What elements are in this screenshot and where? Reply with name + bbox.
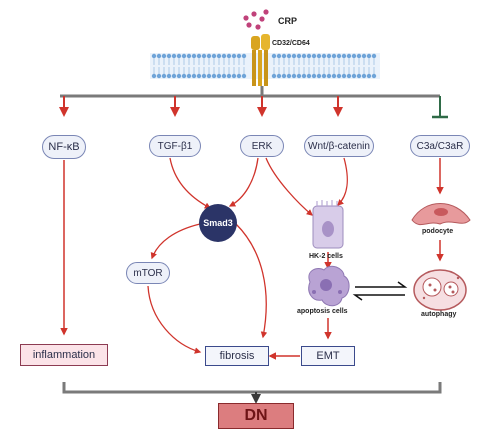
apoptotic-cell-icon	[308, 265, 350, 307]
arrow-tgfb1-smad3	[169, 157, 212, 209]
c3a-node: C3a/C3aR	[410, 135, 470, 157]
emt-node: EMT	[301, 346, 355, 366]
autophagosome-icon	[413, 269, 467, 311]
nfkb-node: NF-κB	[42, 135, 86, 159]
arrow-smad3-mtor	[150, 223, 201, 260]
arrow-erk-smad3	[228, 157, 259, 207]
arrow-smad3-fibrosis	[235, 223, 268, 339]
equilibrium-arrows-icon	[352, 281, 408, 301]
wnt-node: Wnt/β-catenin	[304, 135, 374, 157]
receptor-label: CD32/CD64	[272, 40, 310, 47]
apoptosis-label: apoptosis cells	[297, 308, 348, 315]
smad3-node: Smad3	[199, 204, 237, 242]
podocyte-icon	[411, 203, 471, 226]
mtor-node: mTOR	[126, 262, 170, 284]
dn-node: DN	[218, 403, 294, 429]
crp-ligand-icon	[243, 9, 269, 30]
bottom-collector-line	[62, 382, 442, 394]
arrow-wnt-hk2	[337, 157, 349, 206]
crp-label: CRP	[278, 16, 298, 26]
kidney-tubular-cell-icon	[312, 200, 344, 249]
fibrosis-node: fibrosis	[205, 346, 269, 366]
autophagy-label: autophagy	[421, 311, 457, 318]
podocyte-label: podocyte	[422, 228, 454, 235]
receptor-icon	[251, 34, 270, 86]
inflammation-node: inflammation	[20, 344, 108, 366]
arrow-mtor-fibrosis	[147, 285, 202, 354]
erk-node: ERK	[240, 135, 284, 157]
arrow-erk-hk2	[265, 157, 313, 216]
hk2-label: HK-2 cells	[309, 253, 343, 260]
tgfb1-node: TGF-β1	[149, 135, 201, 157]
